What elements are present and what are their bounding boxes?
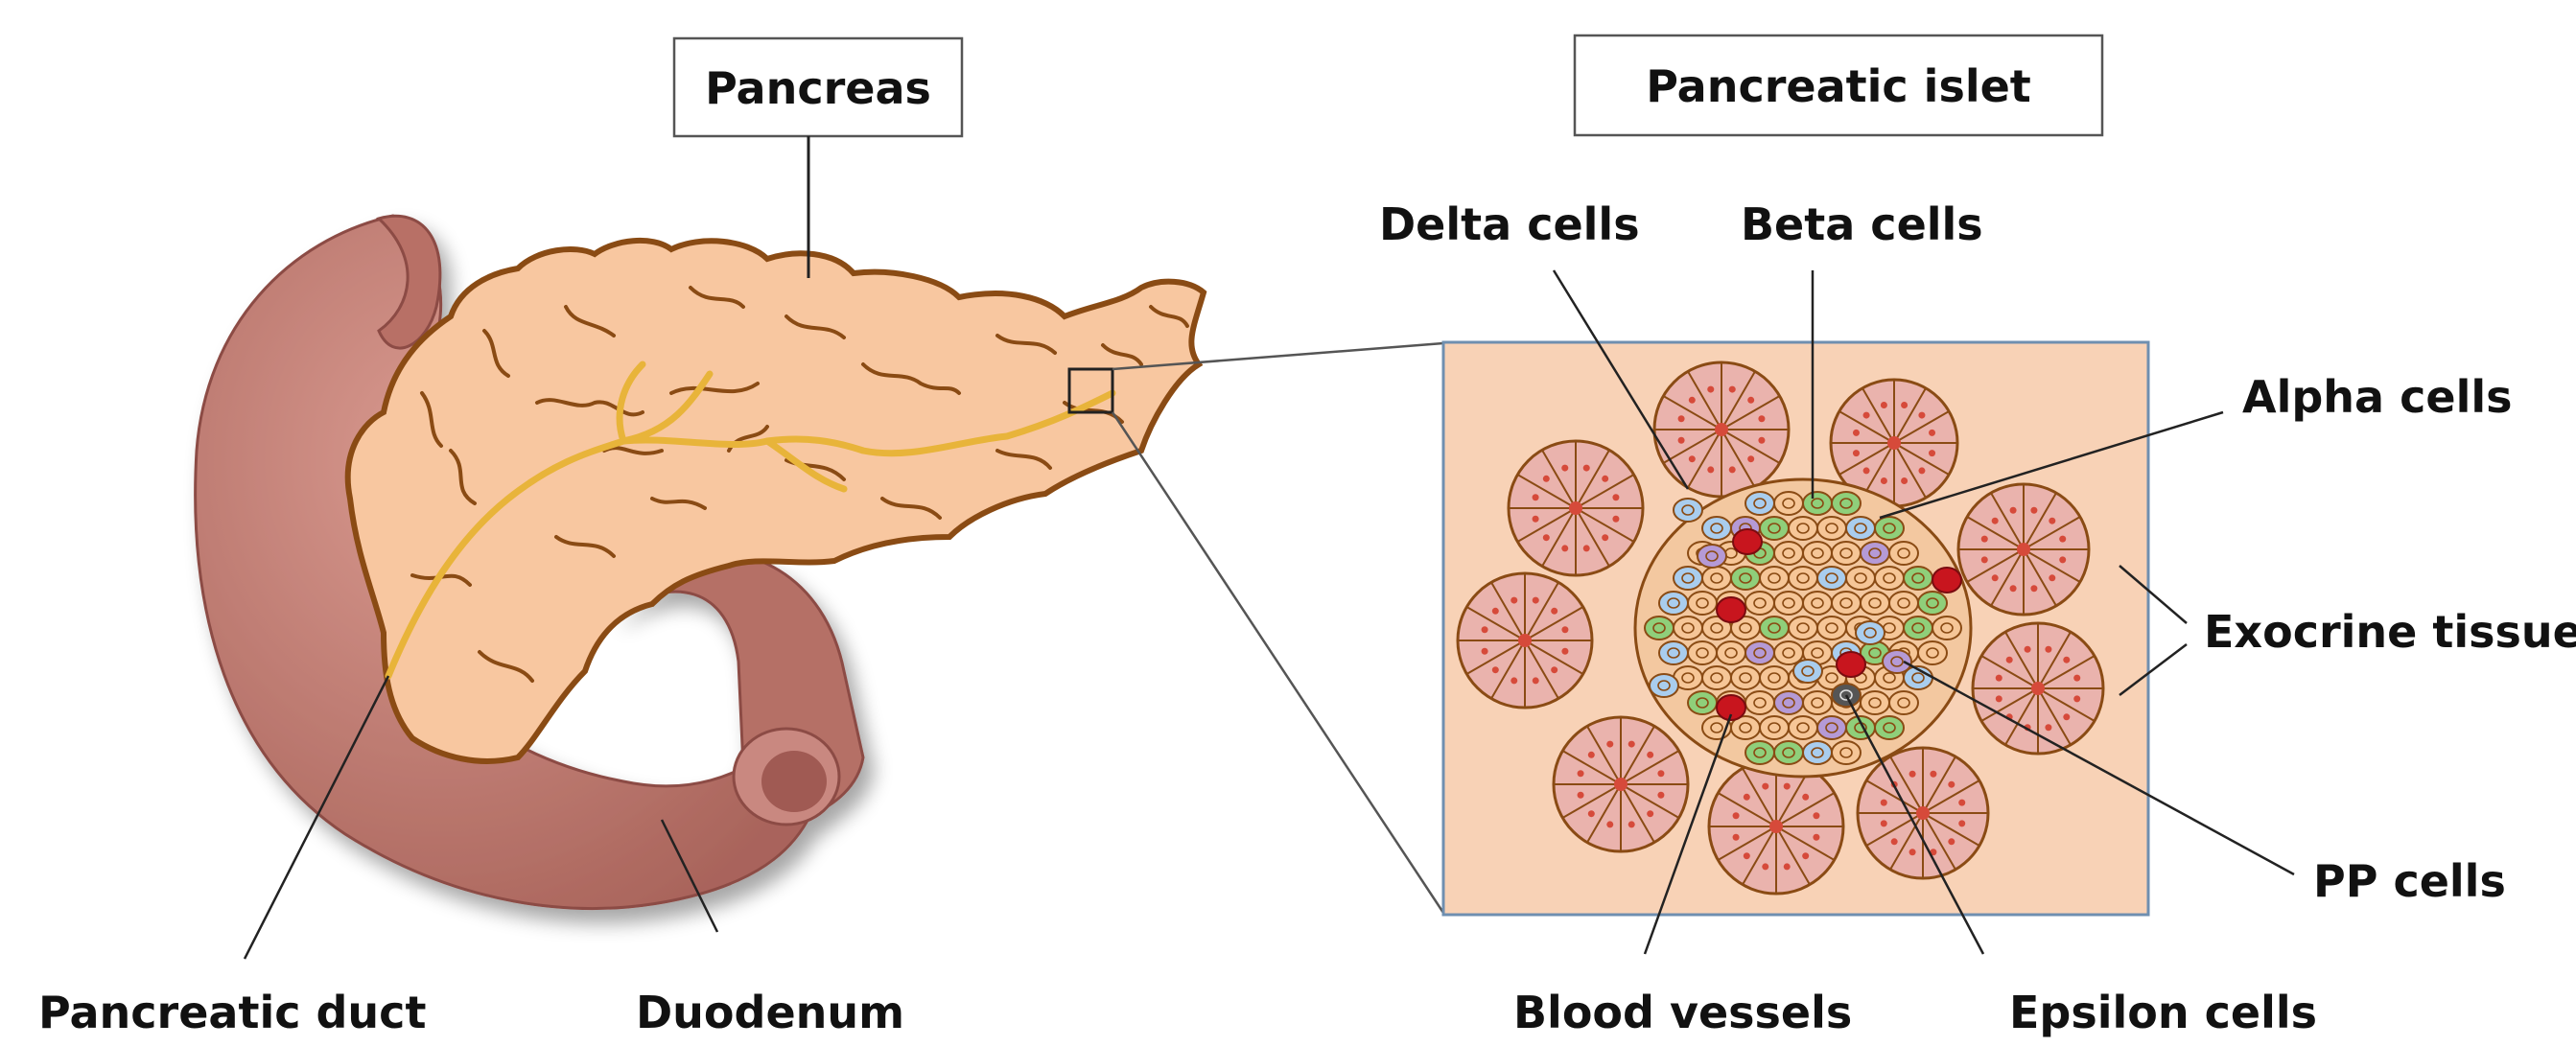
delta-cells-label: Delta cells <box>1379 198 1640 250</box>
blood-vessel <box>1717 597 1745 622</box>
alpha-cell <box>1760 617 1789 640</box>
beta-cell <box>1702 666 1731 689</box>
delta-cell <box>1659 592 1688 615</box>
acinus <box>1958 484 2089 615</box>
pp-cell <box>1817 716 1846 739</box>
beta-cell <box>1745 592 1774 615</box>
blood-vessels-label: Blood vessels <box>1513 987 1852 1038</box>
beta-cell <box>1832 592 1861 615</box>
beta-cell <box>1774 542 1803 565</box>
acinus <box>1858 748 1988 878</box>
exocrine-tissue-label: Exocrine tissue <box>2204 606 2576 658</box>
beta-cell <box>1918 641 1947 664</box>
pancreas-label: Pancreas <box>705 62 931 114</box>
beta-cell <box>1832 542 1861 565</box>
pp-cells-label: PP cells <box>2313 855 2506 907</box>
blood-vessel <box>1932 568 1961 593</box>
alpha-cell <box>1760 517 1789 540</box>
alpha-cell <box>1846 716 1875 739</box>
beta-cell <box>1889 592 1918 615</box>
beta-cell <box>1745 691 1774 714</box>
beta-cell <box>1932 617 1961 640</box>
pancreatic-islet-label: Pancreatic islet <box>1646 60 2031 112</box>
alpha-cell <box>1904 617 1932 640</box>
duodenum-label: Duodenum <box>636 987 904 1038</box>
beta-cell <box>1875 567 1904 590</box>
islet-inset <box>1443 342 2148 915</box>
beta-cell <box>1803 691 1832 714</box>
delta-cell <box>1650 674 1678 697</box>
beta-cell <box>1861 592 1889 615</box>
beta-cell <box>1688 641 1717 664</box>
acinus <box>1458 573 1592 708</box>
delta-cell <box>1793 660 1822 683</box>
zoom-line-bottom <box>1112 412 1443 913</box>
beta-cell <box>1789 617 1817 640</box>
beta-cell <box>1774 492 1803 515</box>
acinus <box>1654 362 1789 497</box>
pp-cell <box>1883 650 1911 673</box>
delta-cell <box>1674 499 1702 522</box>
beta-cell <box>1803 592 1832 615</box>
beta-cell <box>1846 567 1875 590</box>
alpha-cells-label: Alpha cells <box>2242 371 2512 423</box>
alpha-cell <box>1875 716 1904 739</box>
beta-cell <box>1861 691 1889 714</box>
pancreatic-duct-label: Pancreatic duct <box>38 987 426 1038</box>
beta-cell <box>1774 641 1803 664</box>
beta-cell <box>1789 517 1817 540</box>
alpha-cell <box>1731 567 1760 590</box>
acinus <box>1554 717 1688 851</box>
beta-cell <box>1817 617 1846 640</box>
islet-cluster <box>1635 479 1971 777</box>
beta-cell <box>1789 567 1817 590</box>
beta-cell <box>1889 691 1918 714</box>
acinus <box>1509 441 1643 575</box>
beta-cell <box>1702 567 1731 590</box>
beta-cell <box>1760 567 1789 590</box>
beta-cell <box>1717 641 1745 664</box>
beta-cell <box>1803 542 1832 565</box>
alpha-cell <box>1803 492 1832 515</box>
beta-cell <box>1889 542 1918 565</box>
delta-cell <box>1817 567 1846 590</box>
delta-cell <box>1659 641 1688 664</box>
alpha-cell <box>1875 517 1904 540</box>
epsilon-cells-label: Epsilon cells <box>2009 987 2317 1038</box>
alpha-cell <box>1745 741 1774 764</box>
delta-cell <box>1702 517 1731 540</box>
pp-cell <box>1698 545 1726 568</box>
alpha-cell <box>1918 592 1947 615</box>
beta-cell <box>1731 666 1760 689</box>
delta-cell <box>1856 621 1885 644</box>
pp-cell <box>1774 691 1803 714</box>
beta-cells-label: Beta cells <box>1741 198 1983 250</box>
beta-cell <box>1817 517 1846 540</box>
delta-cell <box>1745 492 1774 515</box>
beta-cell <box>1760 666 1789 689</box>
alpha-cell <box>1688 691 1717 714</box>
pp-cell <box>1861 542 1889 565</box>
alpha-cell <box>1904 567 1932 590</box>
beta-cell <box>1760 716 1789 739</box>
blood-vessel <box>1837 652 1865 677</box>
alpha-cell <box>1645 617 1674 640</box>
delta-cell <box>1803 741 1832 764</box>
alpha-cell <box>1832 492 1861 515</box>
beta-cell <box>1688 592 1717 615</box>
pp-cell <box>1745 641 1774 664</box>
delta-cell <box>1846 517 1875 540</box>
acinus <box>1709 759 1843 894</box>
beta-cell <box>1774 592 1803 615</box>
beta-cell <box>1674 617 1702 640</box>
alpha-cell <box>1774 741 1803 764</box>
delta-cell <box>1674 567 1702 590</box>
blood-vessel <box>1733 529 1762 554</box>
beta-cell <box>1832 741 1861 764</box>
beta-cell <box>1789 716 1817 739</box>
